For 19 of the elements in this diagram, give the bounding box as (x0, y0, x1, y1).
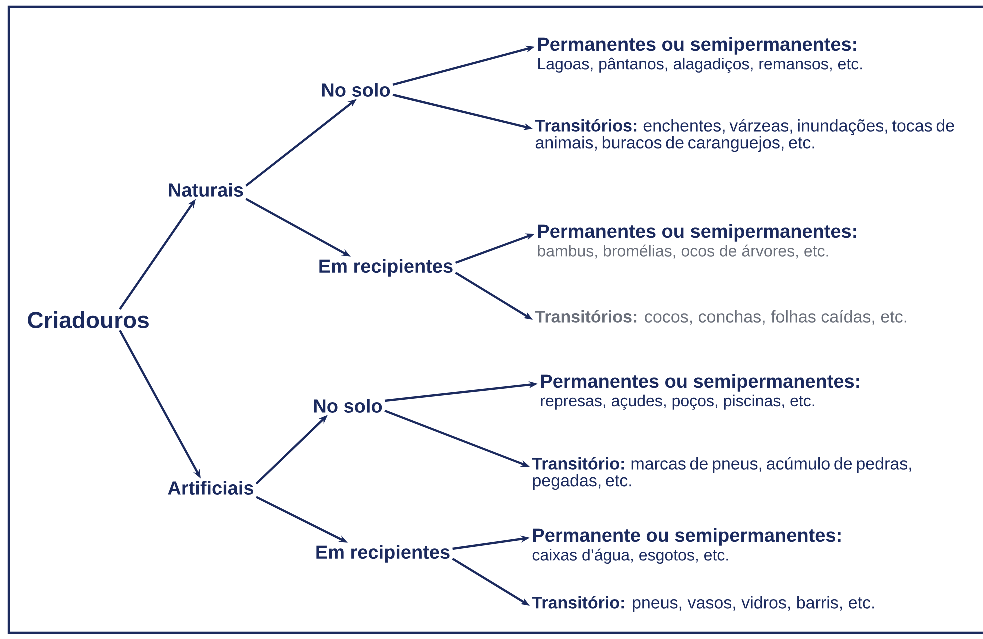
category-heading: Permanente ou semipermanentes: (533, 528, 841, 546)
category-heading: Permanentes ou semipermanentes: (538, 224, 856, 242)
category-description: Transitório: pneus, vasos, vidros, barris, etc. (532, 596, 874, 612)
category-label: Criadouros (28, 312, 149, 328)
category-label: Naturais (169, 183, 244, 197)
category-heading: Permanentes ou semipermanentes: (541, 374, 860, 392)
category-description: Transitórios: cocos, conchas, folhas caídas, etc. (535, 310, 907, 325)
example-list: Lagoas, pântanos, alagadiços, remansos, etc. (538, 58, 862, 73)
example-list: caixas d’água, esgotos, etc. (532, 548, 728, 564)
category-description: Transitório: marcas de pneus, acúmulo de pedras, pegadas, etc. (532, 457, 912, 490)
category-label: No solo (314, 399, 382, 413)
category-label: Artificiais (168, 481, 254, 495)
category-description: Transitórios: enchentes, várzeas, inundações, tocas de animais, buracos de caranguejos, etc. (535, 119, 954, 152)
category-label: Em recipientes (320, 259, 453, 277)
example-list: represas, açudes, poços, piscinas, etc. (541, 394, 814, 410)
example-list: bambus, bromélias, ocos de árvores, etc. (538, 244, 828, 259)
category-heading: Permanentes ou semipermanentes: (538, 37, 856, 55)
category-label: Em recipientes (316, 545, 450, 563)
category-label: No solo (322, 83, 390, 97)
